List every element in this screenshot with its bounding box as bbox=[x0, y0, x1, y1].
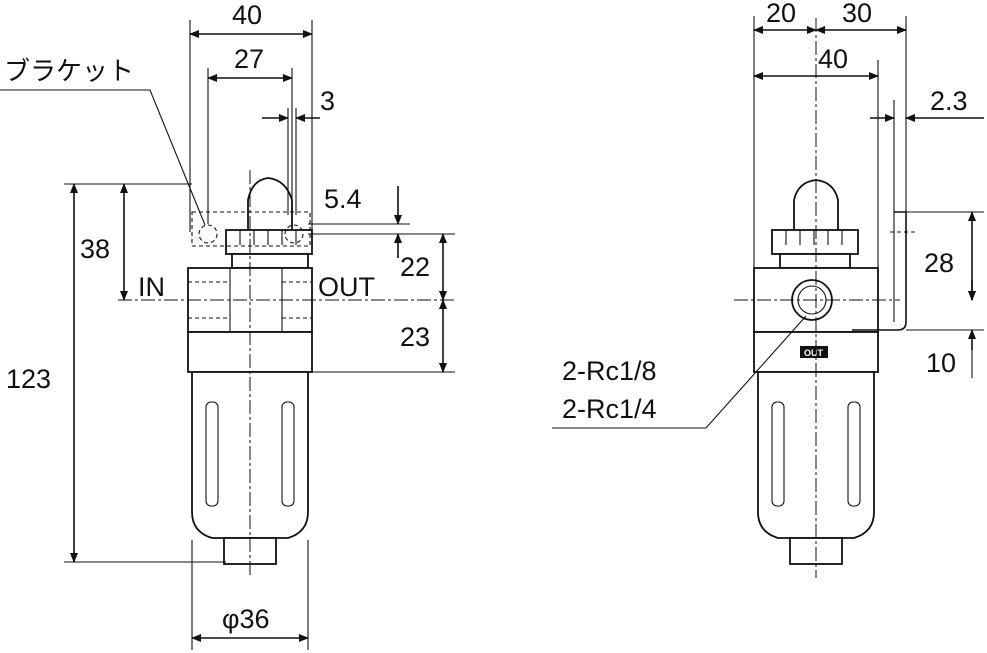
dim-text-38: 38 bbox=[80, 234, 110, 264]
dim-text-side-40: 40 bbox=[818, 44, 848, 74]
dim-text-3: 3 bbox=[320, 86, 335, 116]
dim-side-body: 40 bbox=[753, 44, 879, 268]
side-bracket bbox=[852, 211, 907, 331]
bracket-callout: ブラケット bbox=[0, 57, 206, 226]
front-bracket-hidden bbox=[191, 211, 311, 247]
bracket-label: ブラケット bbox=[4, 57, 134, 87]
dim-text-23: 23 bbox=[400, 322, 430, 352]
front-view: 40 27 3 ブラケット 5.4 bbox=[0, 0, 455, 650]
side-out-tag-text: OUT bbox=[804, 348, 824, 358]
dim-front-bracket-span: 27 bbox=[207, 44, 293, 224]
in-port-label: IN bbox=[138, 272, 165, 302]
dim-text-5-4: 5.4 bbox=[324, 184, 362, 214]
dim-text-123: 123 bbox=[6, 364, 51, 394]
dim-text-22: 22 bbox=[400, 252, 430, 282]
dim-front-bracket-thickness: 3 bbox=[262, 86, 335, 215]
dim-side-left-right: 20 30 bbox=[753, 0, 907, 268]
dim-side-bracket-height: 28 10 bbox=[906, 211, 984, 378]
dim-text-40: 40 bbox=[232, 0, 262, 30]
dim-front-total-height: 123 bbox=[6, 183, 226, 563]
dim-text-2-3: 2.3 bbox=[930, 86, 968, 116]
dim-text-28: 28 bbox=[924, 248, 954, 278]
out-port-label: OUT bbox=[318, 272, 375, 302]
dim-side-bracket-gap: 2.3 bbox=[870, 86, 984, 212]
front-lubricator-body bbox=[118, 170, 455, 578]
side-adjust-ring bbox=[771, 229, 859, 255]
dim-text-30: 30 bbox=[842, 0, 872, 28]
dim-front-bracket-height: 38 bbox=[80, 183, 192, 301]
dim-front-upper-lower: 22 23 bbox=[312, 233, 455, 373]
dim-text-10: 10 bbox=[926, 348, 956, 378]
dim-front-bracket-offset: 5.4 bbox=[308, 184, 455, 258]
dim-text-phi36: φ36 bbox=[222, 604, 270, 634]
port-label-rc14: 2-Rc1/4 bbox=[562, 394, 657, 424]
port-callout: 2-Rc1/8 2-Rc1/4 bbox=[552, 315, 807, 429]
dim-front-width: 40 bbox=[189, 0, 313, 232]
side-view: OUT 20 30 40 bbox=[552, 0, 984, 578]
side-out-tag bbox=[800, 346, 828, 358]
dim-front-diameter: φ36 bbox=[191, 540, 309, 650]
side-lubricator-body: OUT bbox=[734, 18, 918, 578]
port-label-rc18: 2-Rc1/8 bbox=[562, 356, 657, 386]
dim-text-20: 20 bbox=[766, 0, 796, 28]
front-top-cap bbox=[247, 177, 293, 233]
dim-text-27: 27 bbox=[234, 44, 264, 74]
